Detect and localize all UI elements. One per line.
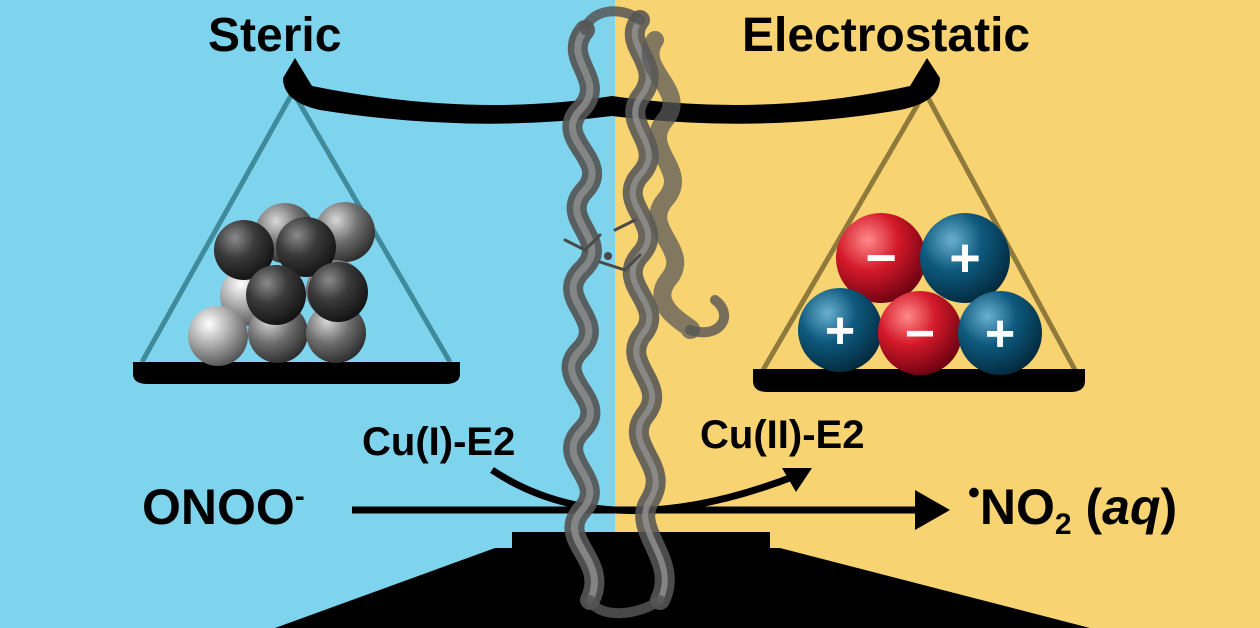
protein-loop (585, 595, 665, 619)
sphere (246, 265, 306, 325)
sphere (188, 306, 248, 366)
cu1-e2-label: Cu(I)-E2 (362, 420, 516, 464)
protein-helix (641, 31, 701, 339)
phase-close: ) (1160, 479, 1178, 535)
copper-site (563, 218, 642, 272)
cu2-e2-label: Cu(II)-E2 (700, 413, 865, 457)
ion-sign: + (825, 302, 855, 360)
peroxynitrite-formula: ONOO (142, 479, 295, 535)
phase-label: aq (1102, 479, 1161, 535)
steric-label: Steric (208, 9, 342, 62)
electrostatic-label: Electrostatic (742, 9, 1031, 62)
peroxynitrite-label: ONOO- (142, 479, 305, 535)
protein-loop (580, 6, 645, 35)
sphere (276, 217, 336, 277)
ion-bottom-2: + (958, 291, 1042, 375)
protein-structure (561, 6, 730, 619)
ion-bottom-1: − (878, 291, 962, 375)
no2-formula: NO (979, 479, 1055, 535)
ion-bottom-0: + (798, 288, 882, 372)
protein-helix-highlight (629, 17, 668, 603)
peroxynitrite-charge: - (294, 480, 305, 513)
sphere (308, 262, 368, 322)
no2-subscript: 2 (1054, 508, 1072, 541)
protein-helix-highlight (568, 26, 598, 604)
ion-sign: − (865, 228, 897, 288)
phase-open: ( (1071, 479, 1103, 535)
nitrogen-dioxide-label: •NO2 (aq) (968, 476, 1178, 540)
catalyst-arrow (490, 467, 812, 515)
copper-atom (604, 252, 612, 260)
ion-sign: + (949, 228, 981, 288)
sphere (214, 220, 274, 280)
ion-sign: − (905, 305, 935, 363)
protein-loop (685, 295, 730, 338)
ion-sign: + (985, 305, 1015, 363)
balance-beam (283, 58, 940, 124)
left-pan (133, 362, 460, 384)
balance-stand (275, 532, 1090, 628)
radical-dot: • (968, 474, 980, 512)
ion-top-1: + (920, 213, 1010, 303)
ion-top-0: − (836, 213, 926, 303)
electrostatic-ions: − + + − + (798, 213, 1042, 375)
steric-spheres (188, 202, 375, 366)
